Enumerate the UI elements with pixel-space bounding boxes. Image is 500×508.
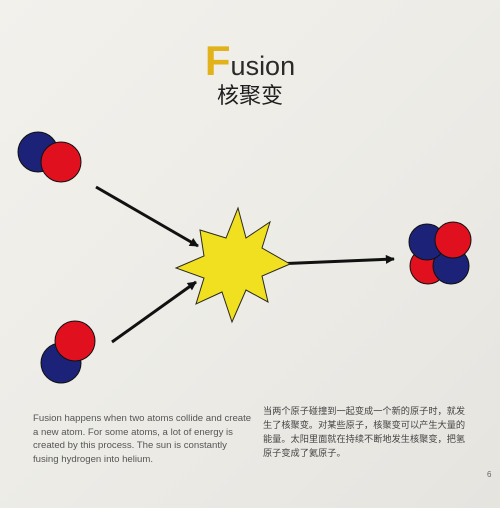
arrow-to-helium [274,254,395,266]
arrow-top-left [95,185,199,248]
helium-atom-icon [408,221,472,285]
page-number: 6 [487,470,492,479]
hydrogen-atom-icon [17,131,82,183]
energy-burst-icon [174,206,292,324]
hydrogen-atom-icon [40,320,96,384]
page-title: Fusion [0,40,500,82]
proton-icon [434,221,472,259]
title-rest: usion [230,51,296,81]
proton-icon [54,320,96,362]
arrow-bottom-left [111,280,197,344]
caption-english: Fusion happens when two atoms collide an… [33,413,252,465]
title-initial: F [204,37,231,84]
proton-icon [40,141,82,183]
page-subtitle-chinese: 核聚变 [216,84,283,109]
caption-chinese: 当两个原子碰撞到一起变成一个新的原子时，就发生了核聚变。对某些原子，核聚变可以产… [263,406,466,459]
